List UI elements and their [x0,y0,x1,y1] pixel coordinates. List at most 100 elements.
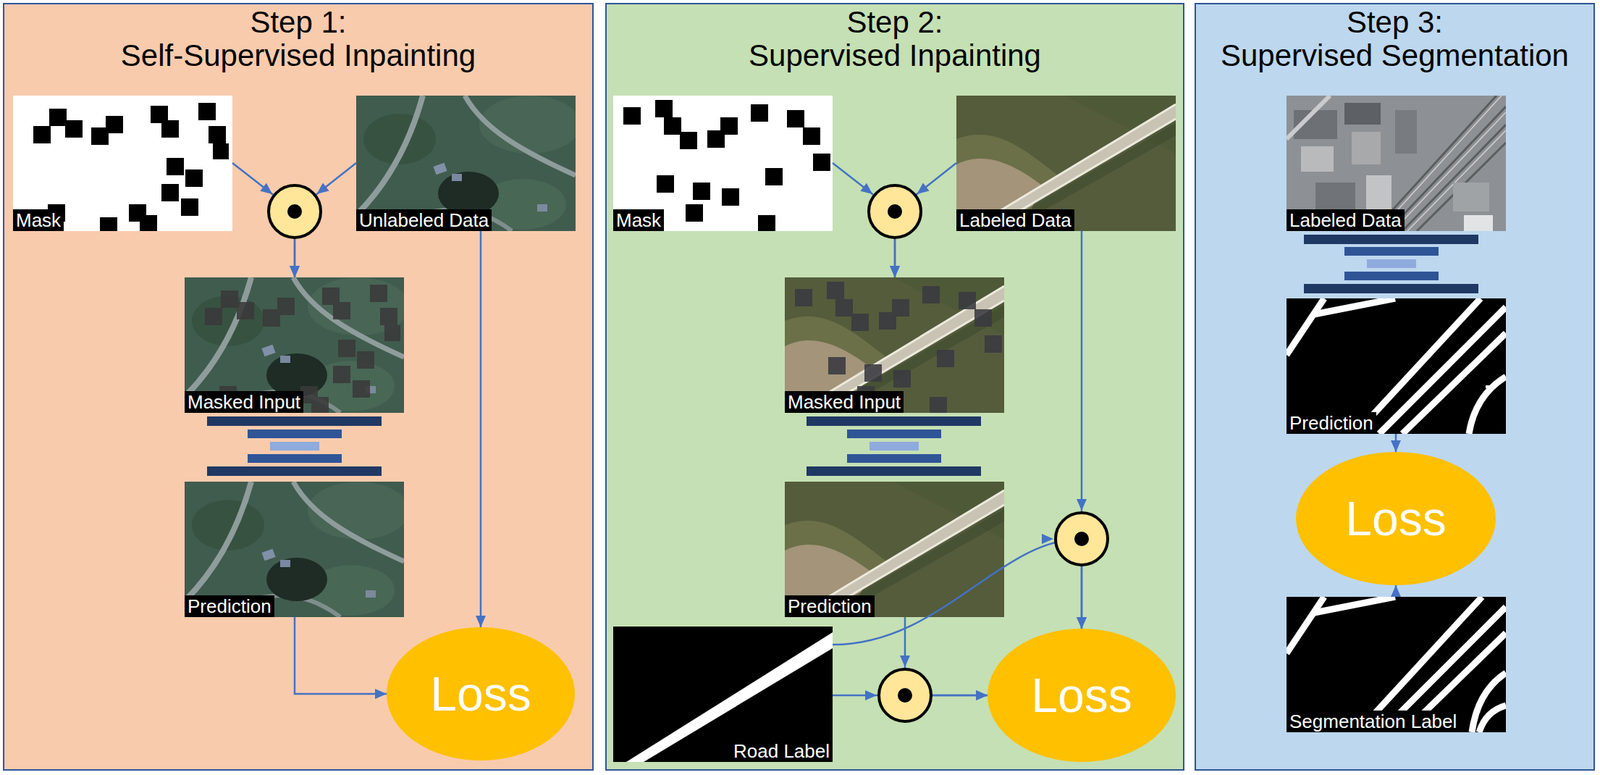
image-label: Prediction [184,595,275,617]
connector-line [904,616,988,696]
connector-line [294,616,387,694]
loss-ellipse: Loss [987,628,1176,762]
image-label: Prediction [784,595,875,617]
connector-line [894,162,957,278]
flow-arrow [232,162,300,278]
step-heading: Step 1: Self-Supervised Inpainting [10,5,587,73]
flow-arrow [1076,230,1087,629]
image-label: Masked Input [184,390,304,413]
connector-line [832,162,895,278]
loss-ellipse: Loss [1295,451,1496,585]
image-tile: Labeled Data [1286,95,1506,231]
image-tile: Labeled Data [956,95,1176,231]
line-spacer [352,5,587,40]
arrow-head [860,183,873,195]
loss-text: Loss [430,666,531,722]
connector-line [1395,433,1398,452]
image-label: Road Label [730,739,833,762]
image-label: Masked Input [784,390,904,413]
multiply-operator [878,668,932,722]
multiply-operator [1055,512,1108,565]
image-layer [956,95,1176,231]
arrow-head [1076,616,1087,629]
arrow-head [1041,533,1054,544]
flow-arrow [475,230,486,627]
connector-line [232,162,295,278]
image-layer [1286,95,1506,231]
step-heading: Step 2: Supervised Inpainting [612,5,1178,73]
image-layer [613,626,833,762]
arrow-head [1076,616,1087,629]
flow-arrow [289,162,357,278]
arrow-head [259,183,273,195]
network-bars [806,416,981,476]
loss-ellipse: Loss [386,626,575,761]
connector-line [1080,230,1084,629]
arrow-head [1390,584,1401,597]
arrow-head [375,688,387,699]
flow-arrow [832,162,900,278]
flow-arrow [294,616,387,699]
image-label: Prediction [1286,411,1377,434]
image-tile: Mask [613,95,833,231]
line-spacer [612,5,841,40]
image-layer [356,95,576,231]
arrow-head [975,689,988,701]
step-heading: Step 3: Supervised Segmentation [1201,5,1588,73]
multiply-operator [868,185,921,238]
arrow-head [475,615,486,627]
image-tile: Road Label [613,626,833,762]
flow-arrow [832,533,1087,645]
image-label: Mask [613,209,664,231]
arrow-head [865,689,877,701]
image-label: Unlabeled Data [356,209,492,231]
arrow-head [1390,440,1401,452]
arrow-head [917,182,930,194]
image-layer [1286,298,1506,434]
arrow-head [889,265,900,278]
image-tile: Prediction [184,481,404,617]
arrow-head [1076,498,1087,511]
step-panel: Step 2: Supervised InpaintingMask Labeled… [605,2,1185,771]
flow-arrow [1390,584,1401,597]
ellipse-fill [386,626,575,761]
image-layer [784,481,1005,617]
image-tile: Unlabeled Data [356,95,576,231]
line-spacer [1201,5,1341,40]
image-tile: Masked Input [784,277,1005,413]
arrow-head [289,265,300,278]
connector-line [832,694,988,697]
image-layer [1286,596,1506,732]
multiply-operator [268,185,321,238]
loss-text: Loss [1030,667,1132,723]
image-label: Segmentation Label [1286,710,1460,732]
image-tile: Prediction [1286,298,1506,434]
line-spacer [10,5,244,40]
flow-arrow [889,162,957,278]
line-spacer [949,5,1178,40]
ellipse-fill [1295,451,1496,585]
ellipse-fill [987,628,1176,762]
flow-arrow [1390,433,1401,452]
connector-line [294,162,357,278]
loss-text: Loss [1345,490,1446,546]
flow-arrow [899,616,988,701]
image-label: Labeled Data [956,209,1075,231]
image-tile: Mask [13,95,233,231]
arrow-head [889,265,900,278]
connector-line [832,538,1082,645]
image-tile: Masked Input [184,277,404,413]
step-panel: Step 1: Self-Supervised InpaintingMask Un… [2,2,594,771]
connector-line [480,230,483,627]
flow-arrow [832,689,988,701]
image-tile: Segmentation Label [1286,596,1506,732]
image-tile: Prediction [784,481,1005,617]
image-label: Labeled Data [1286,209,1405,231]
network-bars [207,416,382,476]
image-label: Mask [13,209,64,231]
arrow-head [975,689,988,701]
network-bars [1303,234,1479,294]
